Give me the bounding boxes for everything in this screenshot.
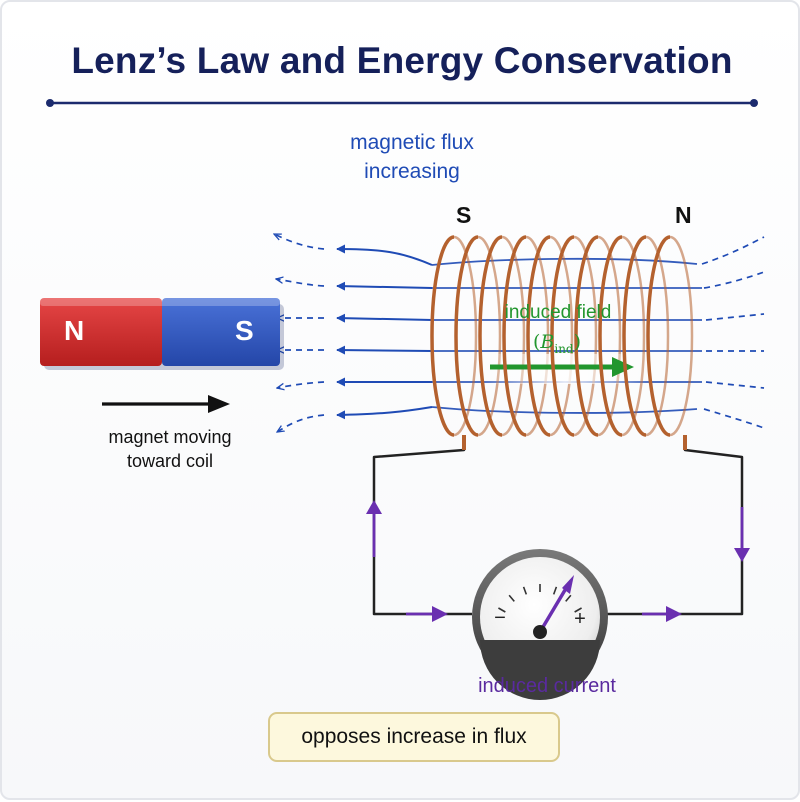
meter-needle-tip — [562, 575, 574, 594]
meter-tick — [574, 607, 582, 613]
meter-scale-ticks — [498, 584, 582, 613]
coil-turn-front — [574, 235, 599, 437]
magnet-s-label: S — [235, 315, 254, 346]
meter-tick — [565, 594, 572, 602]
coil-turn-back — [573, 235, 598, 437]
induced-current-label: induced current — [478, 675, 616, 697]
meter-tick — [522, 586, 528, 595]
flux-label-line-2: increasing — [364, 160, 460, 183]
page-title: Lenz’s Law and Energy Conservation — [71, 40, 733, 81]
field-line — [274, 233, 325, 250]
title-underline-dot-right — [750, 99, 758, 107]
coil-turn-front — [478, 235, 503, 437]
title-underline-dot-left — [46, 99, 54, 107]
meter-tick — [508, 594, 515, 602]
opposes-flux-note: opposes increase in flux — [268, 712, 560, 762]
meter-minus-sign: − — [494, 607, 506, 629]
coil-turn-back — [645, 235, 670, 437]
current-arrow-down — [734, 507, 750, 562]
coil-turn-back — [621, 235, 646, 437]
coil-front-turns — [430, 235, 671, 437]
coil-turn-front — [598, 235, 623, 437]
magnet-south-half — [162, 298, 280, 366]
current-arrow-up — [366, 500, 382, 557]
coil-turn-back — [525, 235, 550, 437]
flux-label: magnetic flux increasing — [312, 128, 512, 186]
coil-turn-back — [597, 235, 622, 437]
coil-turn-back — [549, 235, 574, 437]
meter-tick — [552, 586, 558, 595]
flux-label-line-1: magnetic flux — [350, 131, 474, 154]
magnet-n-label: N — [64, 315, 85, 346]
coil-turn-front — [430, 235, 455, 437]
field-lines-right — [701, 236, 765, 429]
meter-plus-sign: + — [574, 608, 586, 630]
field-line — [336, 345, 433, 355]
coil-turn-back — [453, 235, 478, 437]
coil-turn-front — [622, 235, 647, 437]
field-line — [336, 281, 433, 291]
induced-field-symbol: (Bind) — [532, 331, 582, 356]
meter-base — [480, 640, 600, 700]
coil-turn-front — [502, 235, 527, 437]
motion-label-line-2: toward coil — [126, 451, 214, 471]
motion-label-line-1: magnet moving — [108, 427, 232, 447]
current-arrow-right-right-wire — [642, 606, 682, 622]
coil-back-turns — [453, 235, 694, 437]
coil-turn-front — [550, 235, 575, 437]
induced-field-label: induced field — [504, 302, 612, 323]
coil-turn-front — [646, 235, 671, 437]
meter-needle — [538, 584, 570, 633]
coil-turn-back — [501, 235, 526, 437]
current-arrows — [366, 500, 750, 622]
magnet-north-half — [40, 298, 162, 366]
coil-pole-s-label: S — [456, 202, 472, 228]
coil-turn-front — [454, 235, 479, 437]
field-line — [336, 406, 433, 420]
galvanometer: − + — [472, 549, 608, 700]
field-line — [277, 381, 325, 388]
meter-tick — [498, 607, 506, 613]
current-arrow-right-left-wire — [406, 606, 448, 622]
meter-pivot — [533, 625, 547, 639]
motion-label: magnet moving toward coil — [70, 425, 270, 473]
bar-magnet — [40, 298, 284, 370]
coil-turn-back — [477, 235, 502, 437]
field-line — [276, 279, 325, 287]
coil-pole-n-label: N — [675, 202, 692, 228]
motion-arrow — [102, 395, 230, 413]
field-line — [277, 414, 325, 432]
field-line — [336, 244, 433, 266]
field-line — [336, 313, 433, 323]
coil-turn-back — [669, 235, 694, 437]
field-lines-left — [274, 233, 433, 432]
coil-turn-front — [526, 235, 551, 437]
